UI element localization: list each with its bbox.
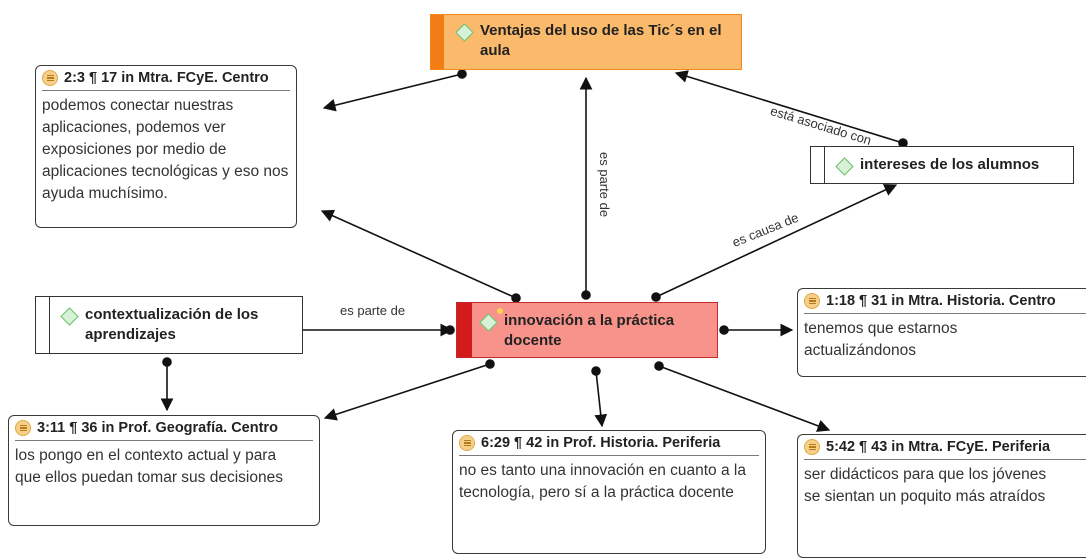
edge-innovacion-q1: [320, 209, 517, 299]
code-color-bar: [431, 15, 444, 69]
star-dot-icon: [497, 308, 503, 314]
code-node-innovacion[interactable]: innovación a la práctica docente: [456, 302, 718, 358]
edge-intereses-ventajas: [674, 70, 904, 144]
quotation-icon: [804, 293, 820, 309]
quotation-header: 5:42 ¶ 43 in Mtra. FCyE. Periferia: [804, 439, 1086, 460]
edge-innovacion-q5: [658, 365, 831, 432]
code-color-bar: [457, 303, 472, 357]
relation-label-parte-de-vertical: es parte de: [597, 152, 612, 218]
relation-label-parte-de-horizontal: es parte de: [340, 303, 406, 318]
quotation-text: los pongo en el contexto actual y para q…: [15, 447, 283, 486]
diamond-icon: [60, 307, 79, 326]
relation-edges: [160, 69, 908, 432]
edge-innovacion-q3: [323, 363, 491, 421]
quotation-text: no es tanto una innovación en cuanto a l…: [459, 462, 746, 501]
quotation-text: podemos conectar nuestras aplicaciones, …: [42, 97, 289, 202]
diamond-icon: [479, 313, 498, 332]
quotation-icon: [15, 420, 31, 436]
code-color-bar: [36, 297, 50, 353]
edge-innovacion-q4: [594, 370, 608, 428]
code-label: Ventajas del uso de las Tic´s en el aula: [480, 22, 722, 59]
quotation-text: tenemos que estarnos actualizándonos: [804, 320, 958, 359]
quotation-header: 2:3 ¶ 17 in Mtra. FCyE. Centro: [42, 70, 290, 91]
edge-ventajas-q1: [322, 73, 463, 112]
quotation-header-text: 1:18 ¶ 31 in Mtra. Historia. Centro: [826, 293, 1056, 309]
edge-innovacion-intereses: [655, 184, 898, 298]
quotation-node-q1[interactable]: 2:3 ¶ 17 in Mtra. FCyE. Centro podemos c…: [35, 65, 297, 228]
code-label: innovación a la práctica docente: [504, 312, 675, 349]
quotation-icon: [804, 439, 820, 455]
code-label: contextualización de los aprendizajes: [85, 306, 259, 343]
quotation-icon: [42, 70, 58, 86]
quotation-icon: [459, 435, 475, 451]
diamond-icon: [455, 23, 474, 42]
quotation-header: 6:29 ¶ 42 in Prof. Historia. Periferia: [459, 435, 759, 456]
code-node-contextualizacion[interactable]: contextualización de los aprendizajes: [35, 296, 303, 354]
quotation-node-q3[interactable]: 3:11 ¶ 36 in Prof. Geografía. Centro los…: [8, 415, 320, 526]
quotation-header-text: 3:11 ¶ 36 in Prof. Geografía. Centro: [37, 420, 278, 436]
code-label: intereses de los alumnos: [860, 156, 1040, 173]
quotation-text: ser didácticos para que los jóvenes se s…: [804, 466, 1047, 505]
quotation-header-text: 6:29 ¶ 42 in Prof. Historia. Periferia: [481, 435, 721, 451]
quotation-node-q5[interactable]: 5:42 ¶ 43 in Mtra. FCyE. Periferia ser d…: [797, 434, 1086, 558]
code-color-bar: [811, 147, 825, 183]
code-node-intereses[interactable]: intereses de los alumnos: [810, 146, 1074, 184]
diamond-icon: [835, 157, 854, 176]
quotation-header: 1:18 ¶ 31 in Mtra. Historia. Centro: [804, 293, 1086, 314]
quotation-header-text: 5:42 ¶ 43 in Mtra. FCyE. Periferia: [826, 439, 1051, 455]
quotation-header: 3:11 ¶ 36 in Prof. Geografía. Centro: [15, 420, 313, 441]
code-node-ventajas[interactable]: Ventajas del uso de las Tic´s en el aula: [430, 14, 742, 70]
quotation-header-text: 2:3 ¶ 17 in Mtra. FCyE. Centro: [64, 70, 269, 86]
quotation-node-q2[interactable]: 1:18 ¶ 31 in Mtra. Historia. Centro tene…: [797, 288, 1086, 377]
quotation-node-q4[interactable]: 6:29 ¶ 42 in Prof. Historia. Periferia n…: [452, 430, 766, 554]
